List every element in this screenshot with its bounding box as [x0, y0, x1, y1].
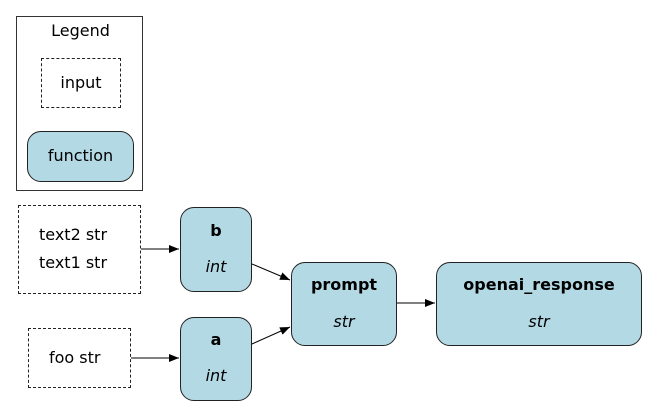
legend-function-label: function — [47, 146, 114, 165]
legend-title: Legend — [51, 21, 110, 40]
function-type-prompt: str — [333, 312, 355, 331]
edge-a-to-prompt — [251, 326, 291, 345]
function-node-prompt: prompt str — [291, 262, 397, 346]
edge-b-to-prompt — [251, 263, 291, 281]
function-name-a: a — [210, 330, 222, 349]
function-type-b: int — [205, 257, 227, 276]
legend: Legend input function — [16, 16, 143, 191]
input-node-b: text2 str text1 str — [18, 205, 141, 294]
function-type-openai-response: str — [528, 312, 550, 331]
function-node-openai-response: openai_response str — [436, 262, 642, 346]
legend-input-sample: input — [41, 58, 121, 108]
input-param-text1: text1 str — [39, 253, 108, 272]
function-type-a: int — [205, 366, 227, 385]
input-param-foo: foo str — [49, 348, 101, 367]
legend-function-sample: function — [27, 131, 134, 182]
input-node-a: foo str — [28, 328, 131, 388]
function-node-a: a int — [180, 317, 252, 401]
function-node-b: b int — [180, 207, 252, 292]
function-name-prompt: prompt — [310, 275, 378, 294]
function-name-openai-response: openai_response — [463, 275, 615, 294]
legend-input-label: input — [60, 73, 102, 92]
input-param-text2: text2 str — [39, 225, 108, 244]
function-name-b: b — [210, 221, 222, 240]
